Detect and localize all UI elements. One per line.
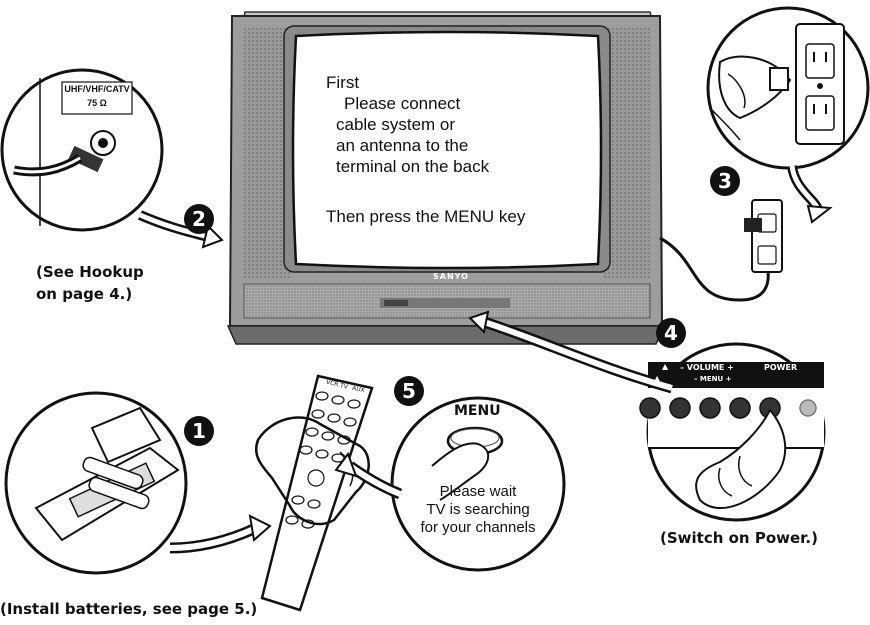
wait-line-2: TV is searching <box>398 501 558 519</box>
menu-panel-label: – MENU + <box>694 375 732 383</box>
screen-line-connect: Please connect <box>344 93 460 114</box>
menu-key-label: MENU <box>454 403 501 419</box>
battery-bubble <box>6 393 270 573</box>
remote-control <box>256 376 372 610</box>
channel-up-arrow-2: ▲ <box>654 374 660 383</box>
antenna-label-top: UHF/VHF/CATV <box>62 84 132 94</box>
tv-brand-logo: SANYO <box>433 272 469 281</box>
power-label: POWER <box>764 363 797 372</box>
wait-line-3: for your channels <box>398 519 558 537</box>
step-5-badge: 5 <box>394 376 424 406</box>
screen-line-antenna: an antenna to the <box>336 135 468 156</box>
step-3-badge: 3 <box>710 166 740 196</box>
screen-line-cable: cable system or <box>336 114 455 135</box>
caption-batteries: (Install batteries, see page 5.) <box>0 599 257 620</box>
screen-line-first: First <box>326 72 359 93</box>
volume-label: – VOLUME + <box>680 363 734 372</box>
tv-screen-message: First Please connect cable system or an … <box>298 40 588 270</box>
step-1-badge: 1 <box>184 416 214 446</box>
right-speaker-grille <box>604 28 650 278</box>
caption-hookup-line1: (See Hookup <box>36 262 144 283</box>
step-4-badge: 4 <box>656 318 686 348</box>
remote-tv-label: TV <box>339 382 348 390</box>
caption-hookup-line2: on page 4.) <box>36 284 132 305</box>
channel-up-arrow: ▲ <box>662 362 668 371</box>
screen-line-terminal: terminal on the back <box>336 156 489 177</box>
antenna-label-bottom: 75 Ω <box>62 98 132 108</box>
caption-power: (Switch on Power.) <box>660 528 818 549</box>
wait-line-1: Please wait <box>398 483 558 501</box>
step-2-badge: 2 <box>184 204 214 234</box>
screen-line-menu: Then press the MENU key <box>326 206 525 227</box>
wall-outlet <box>744 200 782 272</box>
left-speaker-grille <box>244 28 290 278</box>
